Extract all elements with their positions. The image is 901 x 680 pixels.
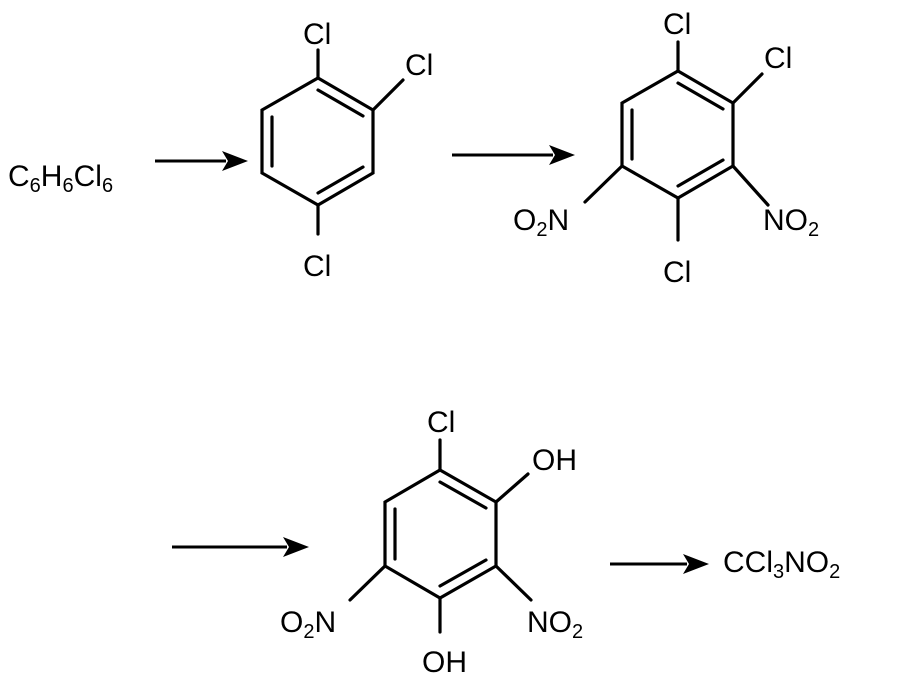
mol3-oh-bottom: OH [422,646,467,679]
mol1-cl-top: Cl [303,18,331,51]
benzene-ring [620,69,735,200]
mol1-cl-right: Cl [405,49,433,82]
mol3-no2-right: NO2 [527,606,583,643]
molecule-trichlorobenzene: Cl Cl Cl [260,18,433,283]
mol2-cl-right: Cl [764,42,792,75]
mol3-oh-right: OH [532,444,577,477]
benzene-ring [260,76,375,207]
mol2-cl-top: Cl [663,8,691,41]
final-product-formula: CCl3NO2 [723,546,840,583]
mol2-no2-left: O2N [513,204,569,241]
molecule-chlorodinitrohydroquinone: Cl OH OH O2N NO2 [280,406,583,679]
mol3-no2-left: O2N [280,606,336,643]
mol2-cl-bottom: Cl [663,256,691,289]
reaction-arrow-1 [155,151,248,171]
mol2-no2-right: NO2 [763,204,819,241]
benzene-ring [383,468,498,600]
reaction-arrow-3 [172,537,309,557]
mol3-cl-top: Cl [427,406,455,439]
molecule-trichlorodinitrobenzene: Cl Cl Cl O2N NO2 [513,8,819,289]
reaction-arrow-2 [452,145,575,165]
start-formula: C6H6Cl6 [8,160,113,197]
mol1-cl-bottom: Cl [303,250,331,283]
reaction-arrow-4 [610,554,709,574]
